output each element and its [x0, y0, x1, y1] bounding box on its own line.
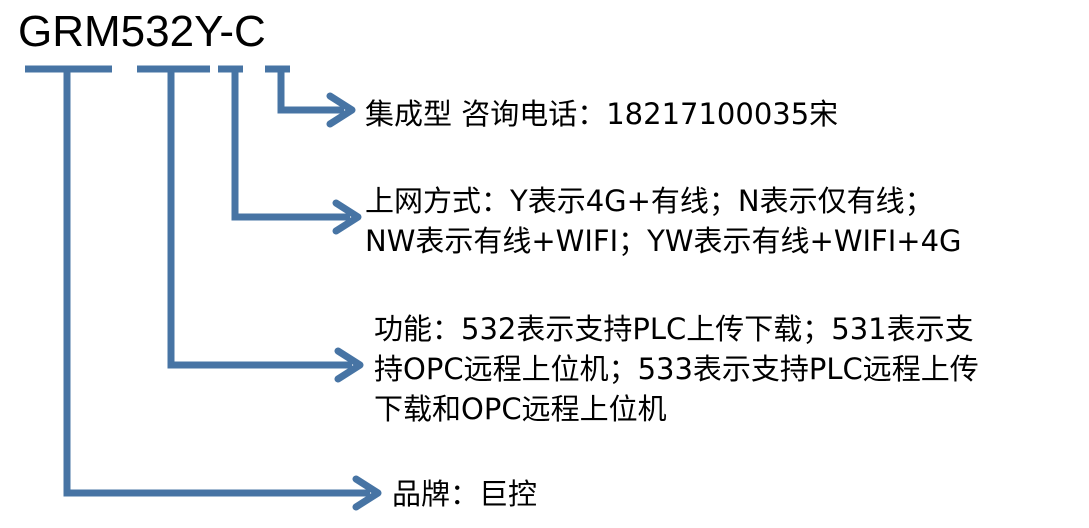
- annotation-line: 集成型 咨询电话：18217100035宋: [365, 97, 839, 131]
- annotation-line: 下载和OPC远程上位机: [374, 392, 667, 426]
- arrow-head-type: [326, 92, 356, 128]
- annotation-line: 功能：532表示支持PLC上传下载；531表示支: [374, 312, 974, 346]
- annotation-line: 上网方式：Y表示4G+有线；N表示仅有线；: [365, 184, 934, 218]
- annotation-line: 品牌：巨控: [392, 477, 538, 511]
- arrow-head-network: [332, 199, 362, 235]
- connector-brand: [63, 69, 370, 497]
- model-code-title: GRM532Y-C: [18, 7, 266, 56]
- annotation-brand: 品牌：巨控: [392, 474, 537, 514]
- arrow-head-function: [334, 347, 364, 383]
- annotation-line: 持OPC远程上位机；533表示支持PLC远程上传: [374, 352, 979, 386]
- arrow-head-brand: [352, 475, 382, 511]
- connector-type: [277, 69, 344, 114]
- annotation-type: 集成型 咨询电话：18217100035宋: [365, 94, 838, 134]
- annotation-network: 上网方式：Y表示4G+有线；N表示仅有线； NW表示有线+WIFI；YW表示有线…: [365, 181, 962, 261]
- annotation-line: NW表示有线+WIFI；YW表示有线+WIFI+4G: [365, 224, 962, 258]
- connector-network: [231, 69, 350, 221]
- annotation-function: 功能：532表示支持PLC上传下载；531表示支 持OPC远程上位机；533表示…: [374, 309, 979, 429]
- connector-function: [167, 69, 352, 369]
